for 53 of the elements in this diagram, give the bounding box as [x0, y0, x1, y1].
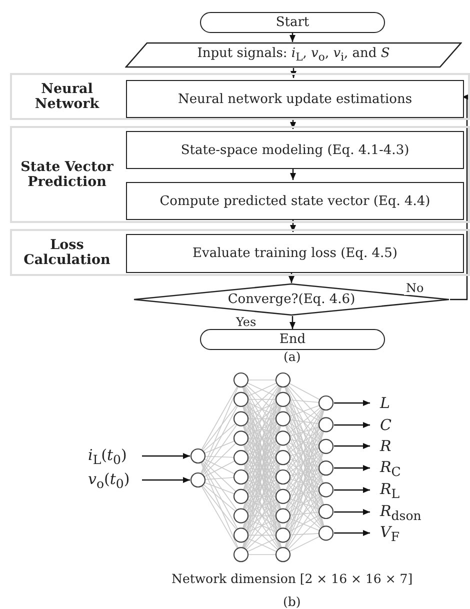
group-heading: State Vector Prediction — [20, 160, 114, 190]
arrow — [142, 453, 190, 459]
neural-network-drawing — [189, 372, 335, 563]
decision-diamond — [133, 283, 450, 316]
arrow — [290, 218, 296, 232]
output-label: R — [380, 437, 440, 455]
step-text: Compute predicted state vector (Eq. 4.4) — [160, 194, 430, 208]
figure-caption: Network dimension [2 × 16 × 16 × 7] — [172, 571, 413, 586]
arrow — [290, 68, 296, 78]
output-label: V$_{F}$ — [380, 524, 440, 542]
panel-label: (b) — [283, 594, 301, 609]
step-text: Evaluate training loss (Eq. 4.5) — [192, 246, 398, 261]
step-text: Converge?(Eq. 4.6) — [228, 292, 356, 307]
output-label: R$_{L}$ — [380, 481, 440, 499]
group-band — [10, 126, 470, 223]
step-text: State-space modeling (Eq. 4.1-4.3) — [180, 142, 410, 158]
output-label: L — [380, 394, 440, 412]
input-label: v$_{o}$(t$_{0}$) — [88, 470, 142, 490]
arrow — [334, 443, 370, 449]
arrow — [290, 33, 296, 42]
arrow — [334, 465, 370, 471]
process-box — [126, 182, 464, 220]
arrow — [142, 477, 190, 483]
process-box — [126, 234, 464, 273]
arrow — [288, 271, 294, 283]
arrow — [334, 509, 370, 515]
edge-label: No — [404, 281, 426, 295]
panel-label: (a) — [284, 349, 301, 364]
arrow — [290, 316, 296, 329]
step-text: Start — [276, 15, 310, 30]
group-heading: Neural Network — [34, 82, 100, 112]
output-label: R$_{dson}$ — [380, 503, 440, 521]
output-label: R$_{C}$ — [380, 459, 440, 477]
input-parallelogram — [125, 42, 462, 68]
arrow — [334, 422, 370, 428]
group-band — [10, 229, 470, 276]
process-box — [126, 131, 464, 169]
arrow — [334, 487, 370, 493]
step-text: End — [279, 332, 306, 347]
group-heading: Loss Calculation — [22, 238, 112, 268]
terminal-shape — [200, 12, 385, 33]
step-text: Neural network update estimations — [178, 92, 412, 106]
edge-label: Yes — [234, 315, 258, 329]
arrow — [334, 400, 370, 406]
arrow — [450, 94, 469, 300]
step-text: Input signals: i$_{L}$, v$_{o}$, v$_{i}$, and S — [197, 46, 390, 64]
process-box — [126, 80, 464, 118]
group-band — [10, 73, 470, 120]
arrow — [334, 530, 370, 536]
arrow — [290, 167, 296, 180]
output-label: C — [380, 416, 440, 434]
input-label: i$_{L}$(t$_{0}$) — [88, 446, 142, 466]
terminal-shape — [200, 329, 385, 350]
